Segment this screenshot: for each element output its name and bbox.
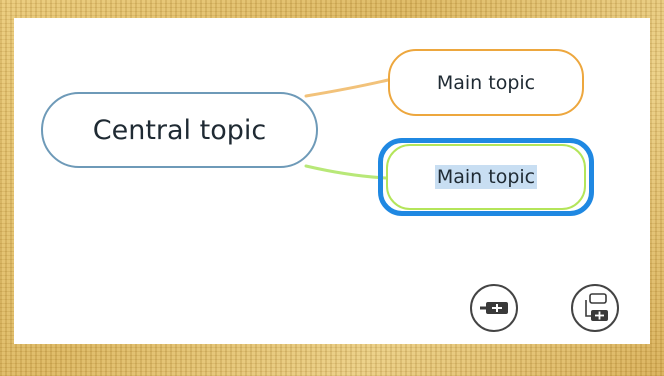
main-topic-node-1[interactable]: Main topic [388,49,584,116]
selection-outline [378,138,594,216]
add-sibling-topic-button[interactable] [470,284,518,332]
add-subtopic-icon [585,293,608,321]
connector-central-to-main-topic-1 [304,78,390,98]
main-topic-node-2[interactable]: Main topic [386,144,586,210]
central-topic-node[interactable]: Central topic [41,92,318,168]
main-topic-label-2[interactable]: Main topic [434,165,538,189]
add-sibling-topic-icon [480,302,508,314]
main-topic-label-1: Main topic [436,71,536,94]
central-topic-label: Central topic [92,114,267,146]
mindmap-canvas[interactable]: Central topic Main topic Main topic [14,18,650,344]
add-subtopic-button[interactable] [571,284,619,332]
connector-central-to-main-topic-2 [304,164,388,180]
